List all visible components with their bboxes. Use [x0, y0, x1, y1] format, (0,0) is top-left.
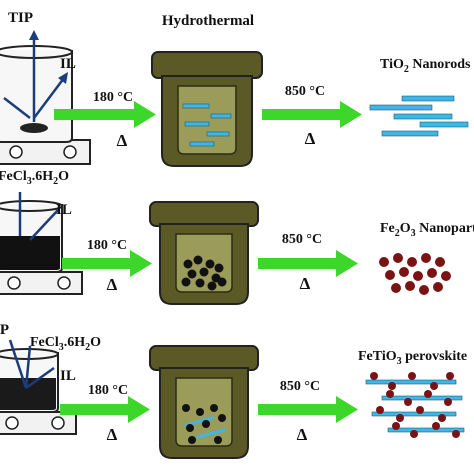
arrow-step2-row3 [258, 396, 358, 423]
reagent-label-tip-3: TIP [0, 322, 9, 338]
delta-row1-b: Δ [305, 129, 316, 148]
composite-in-vessel [182, 404, 227, 444]
nanorods-in-vessel [182, 103, 232, 147]
stir-bar-icon [20, 123, 48, 133]
knob-icon [7, 276, 21, 290]
temp-180-row1: 180 °C [93, 90, 133, 105]
delta-row1-a: Δ [117, 131, 128, 150]
temp-850-row3: 850 °C [280, 379, 320, 394]
delta-row2-b: Δ [300, 274, 311, 293]
particles-in-vessel [181, 255, 227, 291]
hotplate-2 [0, 271, 83, 295]
autoclave-2 [149, 201, 259, 305]
reagent-label-il: IL [60, 56, 76, 72]
tio2-nanorods [369, 95, 469, 137]
arrow-step2-row2 [258, 250, 358, 277]
hydrothermal-header: Hydrothermal [162, 13, 254, 29]
temp-180-row2: 180 °C [87, 238, 127, 253]
knob-icon [9, 145, 23, 159]
row-tio2: TIP IL 180 °C Δ 850 °C Δ [0, 10, 471, 167]
fetio3-composite [365, 372, 465, 438]
delta-row2-a: Δ [107, 275, 118, 294]
knob-icon [51, 416, 65, 430]
row-fetio3: TIP FeCl3.6H2O IL 180 °C Δ [0, 322, 467, 459]
reagent-label-il-3: IL [60, 368, 76, 384]
autoclave-1 [151, 51, 263, 167]
reagent-label-tip: TIP [8, 10, 33, 26]
knob-icon [63, 145, 77, 159]
product-label-tio2: TiO2 Nanorods [380, 57, 471, 75]
reagent-label-fecl3: FeCl3.6H2O [0, 169, 69, 187]
arrow-step1-row2 [62, 250, 152, 277]
delta-row3-b: Δ [297, 425, 308, 444]
row-fe2o3: FeCl3.6H2O IL 180 °C Δ 850 °C Δ [0, 169, 474, 305]
hotplate-1 [0, 139, 91, 165]
arrow-step1-row1 [54, 101, 156, 128]
knob-icon [5, 416, 19, 430]
product-label-fetio3: FeTiO3 perovskite [358, 349, 467, 367]
beaker-3 [0, 339, 59, 413]
temp-850-row1: 850 °C [285, 84, 325, 99]
arrow-step2-row1 [262, 101, 362, 128]
knob-icon [57, 276, 71, 290]
arrow-step1-row3 [60, 396, 150, 423]
reagent-label-il-2: IL [56, 202, 72, 218]
beaker-1 [0, 30, 73, 143]
temp-850-row2: 850 °C [282, 232, 322, 247]
beaker-2 [0, 192, 63, 273]
product-label-fe2o3: Fe2O3 Nanoparticles [380, 221, 474, 239]
fe2o3-nanoparticles [379, 253, 451, 295]
hotplate-3 [0, 411, 77, 435]
delta-row3-a: Δ [107, 425, 118, 444]
autoclave-3 [149, 345, 259, 459]
temp-180-row3: 180 °C [88, 383, 128, 398]
reagent-label-fecl3-3: FeCl3.6H2O [30, 335, 101, 353]
